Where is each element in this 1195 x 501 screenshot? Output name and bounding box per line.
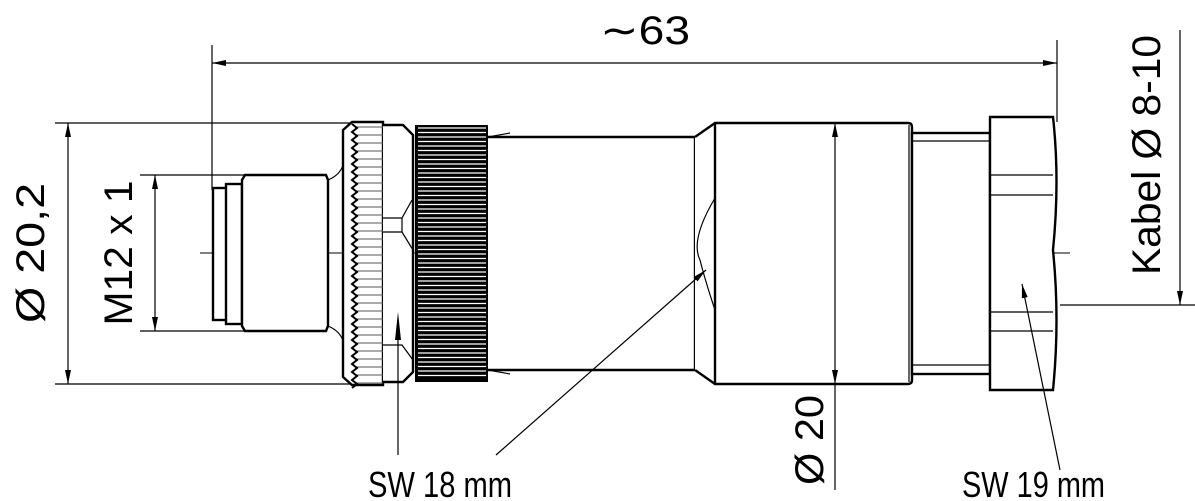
hex-section: [383, 123, 415, 455]
wrench-size-18-label: SW 18 mm: [368, 464, 512, 501]
leader-lines: [495, 269, 1061, 471]
body-diameter-label: Ø 20: [788, 395, 832, 485]
knurled-nut: [415, 125, 488, 382]
length-label: ∼63: [600, 9, 690, 53]
outer-diameter-dimension: [55, 122, 355, 385]
cable-range-label: Kabel Ø 8-10: [1125, 35, 1169, 275]
thread-label: M12 x 1: [97, 181, 141, 326]
coupling-ring: [341, 120, 385, 389]
wrench-size-19-label: SW 19 mm: [962, 464, 1105, 501]
cable-dimension: [1060, 30, 1195, 306]
cable-nut: [910, 115, 1058, 392]
connector-body: [487, 121, 914, 386]
length-dimension: [211, 40, 1058, 190]
outer-diameter-label: Ø 20,2: [9, 183, 53, 323]
thread-dimension: [140, 174, 245, 332]
plug-front: [211, 164, 344, 342]
